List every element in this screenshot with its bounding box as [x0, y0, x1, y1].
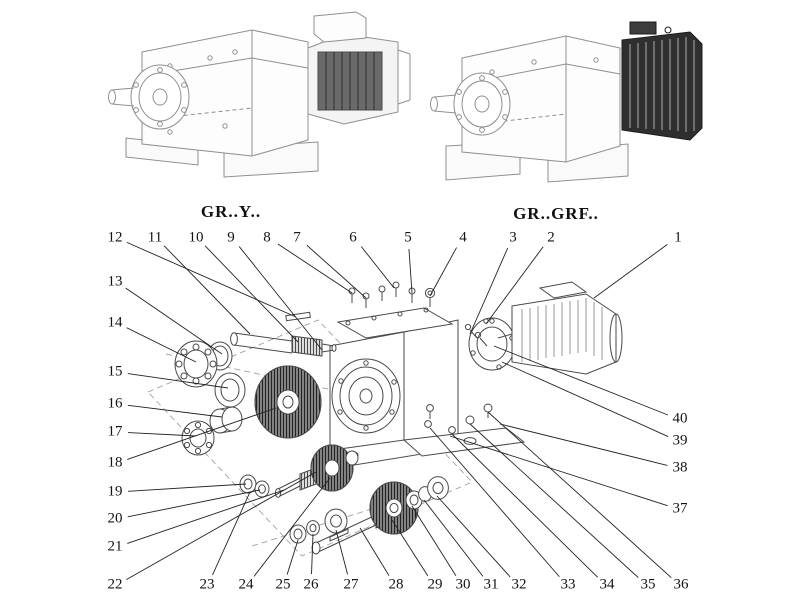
motor [468, 281, 623, 375]
callout-number-24: 24 [237, 576, 255, 593]
variant-label-gr-grf: GR..GRF.. [513, 204, 599, 223]
callout-number-17: 17 [106, 423, 124, 440]
callout-number-4: 4 [458, 229, 468, 246]
callout-number-40: 40 [671, 410, 689, 427]
callout-number-36: 36 [672, 576, 690, 593]
callout-number-20: 20 [106, 510, 124, 527]
callout-number-7: 7 [292, 229, 302, 246]
callout-number-3: 3 [508, 229, 518, 246]
callout-number-34: 34 [598, 576, 616, 593]
gearmotor-variant-grf-drawing [430, 21, 703, 183]
callout-number-11: 11 [146, 229, 164, 246]
callout-number-10: 10 [187, 229, 205, 246]
callout-number-30: 30 [454, 576, 472, 593]
callout-number-37: 37 [671, 500, 689, 517]
callout-number-21: 21 [106, 538, 124, 555]
callout-number-28: 28 [387, 576, 405, 593]
callout-number-19: 19 [106, 483, 124, 500]
intermediate-gear-assembly [239, 444, 359, 498]
callout-number-16: 16 [106, 395, 124, 412]
callout-number-12: 12 [106, 229, 124, 246]
callout-number-2: 2 [546, 229, 556, 246]
callout-number-23: 23 [198, 576, 216, 593]
variant-label-gr-y: GR..Y.. [200, 202, 262, 221]
callout-number-29: 29 [426, 576, 444, 593]
callout-number-31: 31 [482, 576, 500, 593]
exploded-view-drawing [147, 281, 623, 557]
callout-number-9: 9 [226, 229, 236, 246]
callout-number-33: 33 [559, 576, 577, 593]
gearmotor-variant-y-drawing [108, 11, 411, 178]
callout-number-25: 25 [274, 576, 292, 593]
callout-number-32: 32 [510, 576, 528, 593]
callout-number-22: 22 [106, 576, 124, 593]
input-shaft-assembly [174, 311, 337, 456]
callout-number-18: 18 [106, 454, 124, 471]
callout-number-8: 8 [262, 229, 272, 246]
callout-number-38: 38 [671, 459, 689, 476]
callout-number-27: 27 [342, 576, 360, 593]
callout-number-35: 35 [639, 576, 657, 593]
callout-number-39: 39 [671, 432, 689, 449]
callout-number-13: 13 [106, 273, 124, 290]
callout-number-14: 14 [106, 314, 124, 331]
callout-number-15: 15 [106, 363, 124, 380]
callout-number-1: 1 [673, 229, 683, 246]
callout-number-6: 6 [348, 229, 358, 246]
callout-number-5: 5 [403, 229, 413, 246]
callout-number-26: 26 [302, 576, 320, 593]
